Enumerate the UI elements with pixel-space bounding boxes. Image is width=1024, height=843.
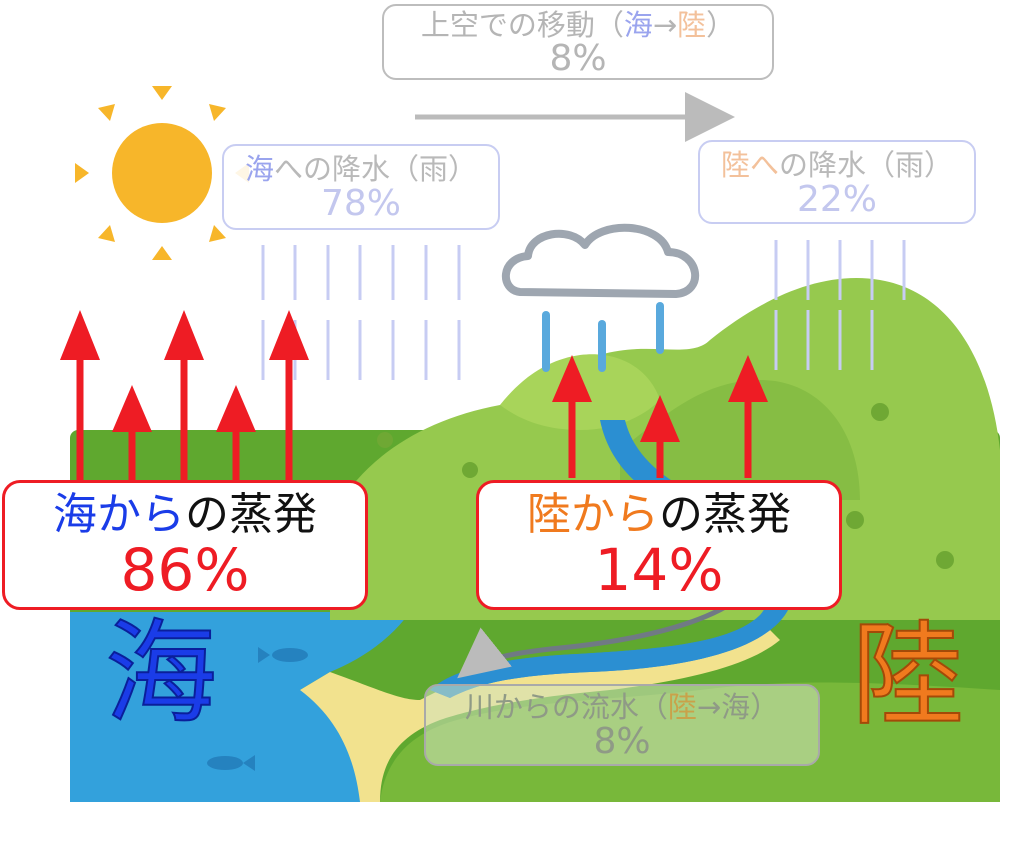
air-transport-prefix: 上空での移動（ xyxy=(420,8,624,42)
mid-hill xyxy=(620,380,860,500)
river-flow-text: 川からの流水（陸→海） xyxy=(426,686,818,723)
evaporation-arrow xyxy=(269,310,309,480)
evaporation-arrow xyxy=(552,355,592,478)
rain-sea xyxy=(261,245,461,380)
evaporation-arrows-land xyxy=(552,355,768,478)
evaporation-arrow xyxy=(216,385,256,480)
air-transport-arrow: → xyxy=(652,8,678,42)
fish-icon xyxy=(258,647,308,663)
label-rain-land: 陸への降水（雨） 22% xyxy=(698,140,976,224)
label-evaporation-land: 陸からの蒸発 14% xyxy=(476,480,842,610)
evaporation-land-colored: 陸から xyxy=(527,489,659,540)
evaporation-sea-percent: 86% xyxy=(120,536,250,604)
rain-sea-text: 海への降水（雨） xyxy=(224,146,498,185)
evaporation-arrow xyxy=(640,395,680,478)
air-transport-from: 海 xyxy=(623,8,653,42)
region-label-sea: 海 xyxy=(104,609,218,739)
evaporation-land-text: 陸からの蒸発 xyxy=(479,483,839,541)
tree xyxy=(846,511,864,529)
label-rain-sea: 海への降水（雨） 78% xyxy=(222,144,500,230)
river-flow-from: 陸 xyxy=(667,690,697,724)
evaporation-arrow xyxy=(60,310,100,480)
river-flow-to: 海 xyxy=(721,690,751,724)
label-evaporation-sea: 海からの蒸発 86% xyxy=(2,480,368,610)
evaporation-sea-rest: の蒸発 xyxy=(185,489,317,540)
label-air-transport: 上空での移動（海→陸） 8% xyxy=(382,4,774,80)
tree xyxy=(377,432,393,448)
air-transport-text: 上空での移動（海→陸） xyxy=(384,6,772,41)
evaporation-land-percent: 14% xyxy=(594,536,724,604)
river-flow-arrow: → xyxy=(696,690,722,724)
river-flow-prefix: 川からの流水（ xyxy=(464,690,668,724)
rain-sea-percent: 78% xyxy=(320,183,401,224)
evaporation-sea-colored: 海から xyxy=(53,489,185,540)
evaporation-arrow xyxy=(164,310,204,480)
fish-icon xyxy=(207,755,255,771)
rain-land-rest: の降水（雨） xyxy=(779,148,954,182)
sea-area xyxy=(70,612,410,802)
air-transport-suffix: ） xyxy=(706,8,736,42)
tree xyxy=(871,403,889,421)
rain-sea-rest: への降水（雨） xyxy=(274,152,478,186)
tree xyxy=(462,462,478,478)
evaporation-arrows-sea xyxy=(60,310,309,480)
label-river-flow: 川からの流水（陸→海） 8% xyxy=(424,684,820,766)
rain-land-prefix: 陸へ xyxy=(720,148,779,182)
evaporation-sea-text: 海からの蒸発 xyxy=(5,483,365,541)
tree xyxy=(936,551,954,569)
river-flow-suffix: ） xyxy=(750,690,780,724)
rain-sea-prefix: 海 xyxy=(244,152,274,186)
air-transport-to: 陸 xyxy=(677,8,707,42)
cloud-icon xyxy=(501,223,700,372)
rain-land xyxy=(774,240,906,370)
evaporation-arrow xyxy=(112,385,152,480)
rain-land-percent: 22% xyxy=(796,179,877,220)
air-transport-percent: 8% xyxy=(549,38,607,79)
river-flow-percent: 8% xyxy=(593,721,651,762)
region-label-land: 陸 xyxy=(851,611,965,741)
evaporation-arrow xyxy=(728,355,768,478)
rain-land-text: 陸への降水（雨） xyxy=(700,142,974,181)
evaporation-land-rest: の蒸発 xyxy=(659,489,791,540)
